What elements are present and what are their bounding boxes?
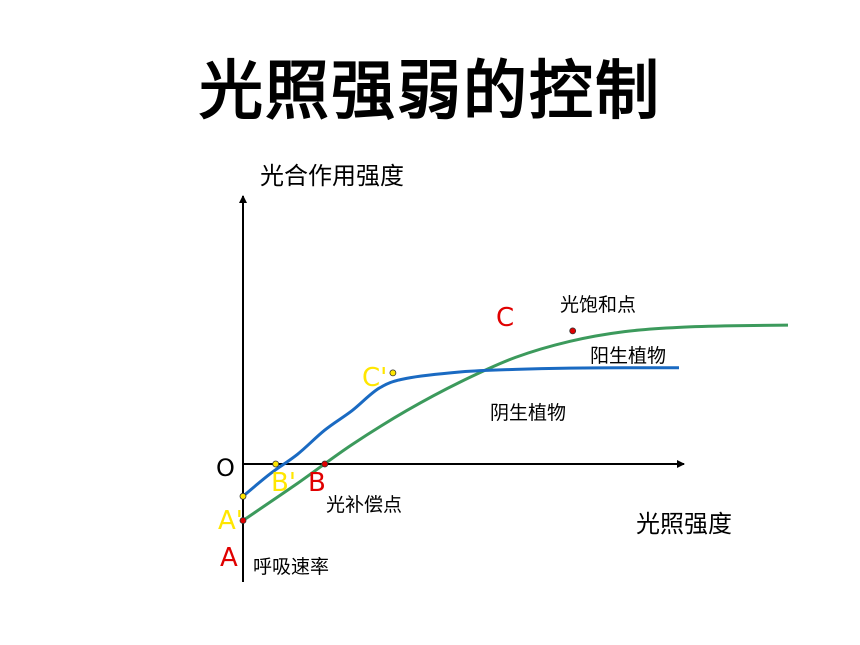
annotation-respiration-rate: 呼吸速率 bbox=[253, 556, 329, 578]
point-marker-a-prime bbox=[239, 492, 247, 500]
series-label-shade-plant: 阴生植物 bbox=[490, 402, 566, 424]
series-line-shade-plant bbox=[242, 366, 680, 498]
point-marker-a bbox=[239, 517, 247, 524]
series-label-sun-plant: 阳生植物 bbox=[590, 345, 666, 367]
point-label-b-prime: B' bbox=[271, 468, 296, 498]
point-marker-c-prime bbox=[389, 369, 397, 377]
point-label-c-prime: C' bbox=[362, 363, 387, 393]
point-label-a-prime: A' bbox=[218, 506, 243, 536]
point-marker-c bbox=[569, 327, 577, 335]
annotation-light-saturation-point: 光饱和点 bbox=[560, 294, 636, 316]
point-label-c: C bbox=[496, 303, 514, 333]
point-label-b: B bbox=[308, 468, 326, 498]
origin-label: O bbox=[216, 454, 235, 482]
point-label-a: A bbox=[220, 543, 238, 573]
annotation-light-compensation-point: 光补偿点 bbox=[326, 494, 402, 516]
y-axis-label: 光合作用强度 bbox=[260, 162, 404, 190]
series-line-sun-plant bbox=[242, 323, 789, 522]
x-axis-label: 光照强度 bbox=[636, 510, 732, 538]
point-marker-b bbox=[321, 460, 329, 468]
page-title: 光照强弱的控制 bbox=[199, 55, 661, 129]
point-marker-b-prime bbox=[272, 460, 280, 468]
